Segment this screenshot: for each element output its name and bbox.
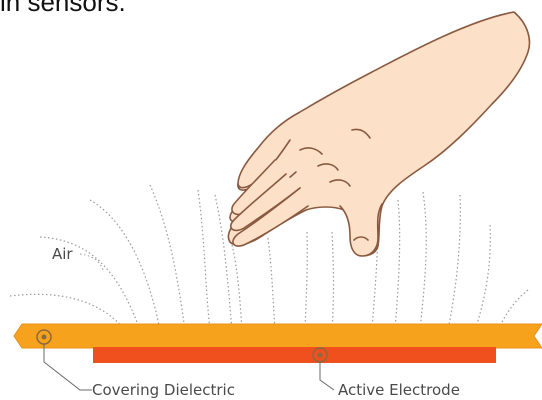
field-line [305, 232, 307, 330]
active-electrode-label: Active Electrode [338, 381, 460, 399]
field-line [198, 190, 210, 330]
active-electrode [93, 347, 496, 363]
leader-line-air [80, 254, 104, 272]
covering-dielectric-label: Covering Dielectric [92, 381, 235, 399]
field-line [395, 200, 400, 330]
field-line [448, 195, 460, 330]
hand-icon [228, 12, 529, 256]
field-line [475, 225, 490, 330]
covering-dielectric [14, 324, 542, 348]
leader-line-electrode [320, 362, 334, 390]
field-line [268, 238, 275, 330]
field-line [332, 232, 334, 330]
air-label: Air [52, 245, 73, 263]
field-line [420, 192, 426, 330]
field-line [232, 245, 242, 330]
leader-line-dielectric [44, 344, 92, 390]
